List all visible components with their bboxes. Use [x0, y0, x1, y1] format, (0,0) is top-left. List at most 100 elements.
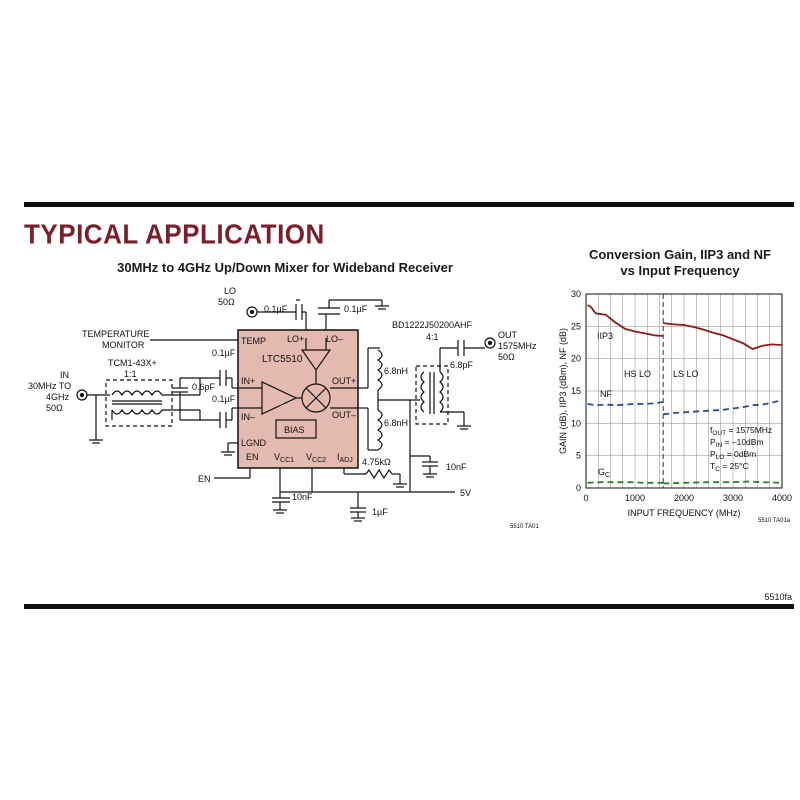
transformer-in-part: TCM1-43X+: [108, 358, 157, 368]
temp-monitor-line-1: TEMPERATURE: [82, 329, 149, 339]
series-line-g: [587, 481, 664, 484]
y-tick-label: 25: [571, 321, 581, 331]
graph-title-line-2: vs Input Frequency: [620, 263, 740, 278]
series-line-iip3: [587, 304, 664, 337]
out-port-name: OUT: [498, 330, 518, 340]
graph-figure-code: 5510 TA01a: [758, 518, 791, 524]
bias-block: [275, 419, 317, 439]
series-line-g: [663, 480, 783, 485]
series-label-gc: GC: [598, 467, 610, 479]
section-title: TYPICAL APPLICATION: [24, 218, 325, 250]
series-line-nf: [663, 399, 783, 416]
inductor-2-label: 6.8nH: [384, 418, 408, 428]
schematic-figure-code: 5510 TA01: [510, 524, 539, 530]
chart-ticks: 0 5 10 15 20 25 30 0 1000 2000 3000 4000: [571, 289, 792, 503]
y-axis-label: GAIN (dB), IIP3 (dBm), NF (dB): [558, 328, 568, 454]
pin-temp: TEMP: [241, 336, 266, 346]
region-label-hs-lo: HS LO: [624, 369, 651, 379]
pin-lo-minus: LO–: [326, 334, 343, 344]
y-tick-label: 0: [576, 483, 581, 493]
cap-0-6pf: 0.6pF: [192, 382, 216, 392]
inductor-1: [376, 349, 383, 391]
transformer-out-coil-a: [420, 371, 425, 413]
lo-port-name: LO: [224, 286, 236, 296]
chip-body: [237, 329, 359, 469]
transformer-in-coil: [111, 390, 163, 397]
transformer-in-ratio: 1:1: [124, 369, 137, 379]
transformer-out-ratio: 4:1: [426, 332, 439, 342]
pin-out-plus: OUT+: [332, 376, 356, 386]
en-label: EN: [198, 474, 211, 484]
series-label-iip3: IIP3: [597, 331, 613, 341]
transformer-out-box: [415, 365, 449, 425]
lo-port-impedance: 50Ω: [218, 297, 235, 307]
x-tick-label: 0: [583, 493, 588, 503]
resistor-iadj-label: 4.75kΩ: [362, 457, 391, 467]
supply-label: 5V: [460, 488, 471, 498]
pin-in-plus: IN+: [241, 376, 255, 386]
page-code: 5510fa: [764, 592, 792, 602]
cap-in-1: 0.1µF: [212, 348, 236, 358]
series-line-iip3: [663, 322, 783, 350]
y-tick-label: 5: [576, 451, 581, 461]
bias-label: BIAS: [284, 425, 305, 435]
pin-iadj: IADJ: [337, 452, 353, 464]
pin-en: EN: [246, 452, 259, 462]
transformer-out-coil-b: [439, 371, 444, 413]
bottom-rule: [24, 604, 794, 609]
x-tick-label: 4000: [772, 493, 792, 503]
resistor-iadj: [365, 468, 393, 480]
out-port-icon: [484, 337, 496, 349]
graph-title-line-1: Conversion Gain, IIP3 and NF: [588, 247, 772, 262]
conditions-box: fOUT = 1575MHz PIN = –10dBm PLO = 0dBm T…: [710, 425, 772, 473]
out-port-freq: 1575MHz: [498, 341, 537, 351]
cap-lo-1: 0.1µF: [264, 304, 288, 314]
condition-plo: PLO = 0dBm: [710, 449, 756, 461]
condition-tc: TC = 25°C: [710, 461, 749, 473]
in-port-range-2: 4GHz: [46, 392, 70, 402]
condition-fout: fOUT = 1575MHz: [710, 425, 772, 437]
cap-6-8pf: 6.8pF: [450, 360, 474, 370]
schematic-title: 30MHz to 4GHz Up/Down Mixer for Wideband…: [117, 260, 453, 275]
series-label-nf: NF: [600, 389, 612, 399]
cap-in-2: 0.1µF: [212, 394, 236, 404]
plot-frame: [585, 293, 783, 489]
graph-title: Conversion Gain, IIP3 and NF vs Input Fr…: [580, 247, 780, 279]
pin-in-minus: IN–: [241, 412, 255, 422]
pin-vcc1: VCC1: [274, 452, 294, 464]
amplifier-icon: [261, 381, 298, 415]
x-axis-label: INPUT FREQUENCY (MHz): [628, 508, 741, 518]
pin-vcc2: VCC2: [306, 452, 326, 464]
transformer-out-part: BD1222J50200AHF: [392, 320, 473, 330]
y-tick-label: 30: [571, 289, 581, 299]
lo-buffer-icon: [300, 349, 332, 372]
inductor-2: [376, 409, 383, 451]
in-port-impedance: 50Ω: [46, 403, 63, 413]
pin-out-minus: OUT–: [332, 410, 356, 420]
y-tick-label: 10: [571, 418, 581, 428]
x-tick-label: 1000: [625, 493, 645, 503]
temp-monitor-line-2: MONITOR: [102, 340, 145, 350]
y-tick-label: 20: [571, 354, 581, 364]
y-tick-label: 15: [571, 386, 581, 396]
x-tick-label: 3000: [723, 493, 743, 503]
top-rule: [24, 202, 794, 207]
cap-1uf: 1µF: [372, 507, 388, 517]
cap-10nf-a: 10nF: [292, 492, 313, 502]
in-port-range-1: 30MHz TO: [28, 381, 71, 391]
pin-lo-plus: LO+: [287, 334, 304, 344]
chart-series: [587, 294, 783, 488]
out-port-impedance: 50Ω: [498, 352, 515, 362]
x-tick-label: 2000: [674, 493, 694, 503]
series-line-nf: [587, 401, 664, 407]
cap-lo-2: 0.1µF: [344, 304, 368, 314]
in-port-name: IN: [60, 370, 69, 380]
cap-10nf-b: 10nF: [446, 462, 467, 472]
inductor-1-label: 6.8nH: [384, 366, 408, 376]
condition-pin: PIN = –10dBm: [710, 437, 764, 449]
region-label-ls-lo: LS LO: [673, 369, 699, 379]
pin-lgnd: LGND: [241, 438, 267, 448]
chip-name: LTC5510: [262, 354, 303, 365]
